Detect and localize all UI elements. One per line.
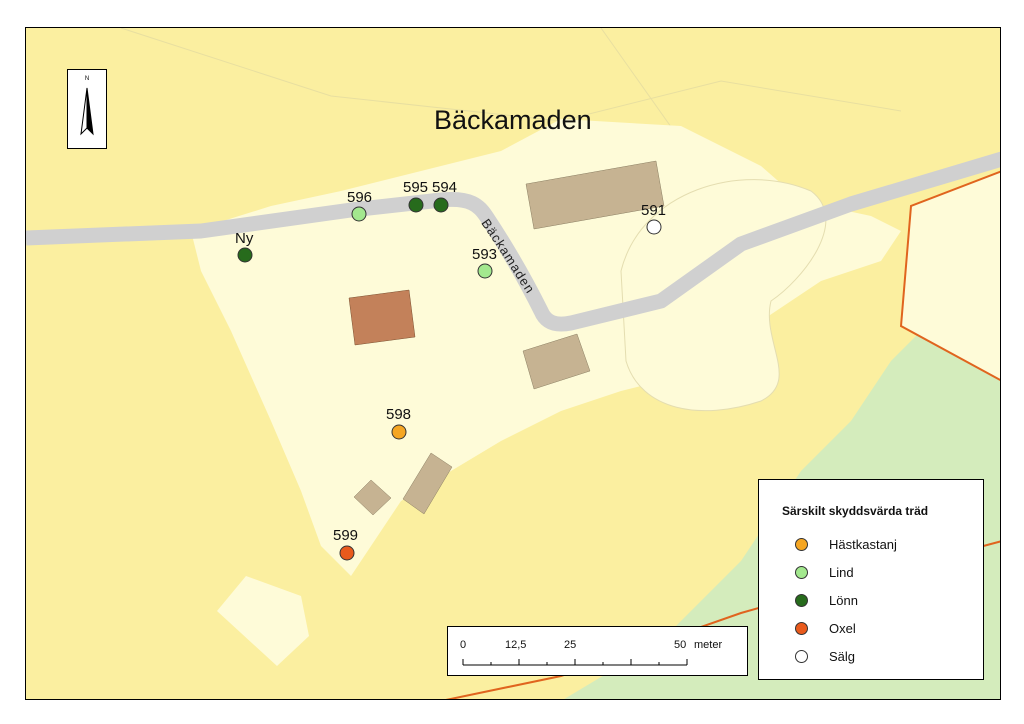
legend-label: Lind [829, 564, 854, 580]
legend-title: Särskilt skyddsvärda träd [782, 504, 929, 518]
tree-marker[interactable] [433, 197, 449, 213]
building [402, 452, 453, 515]
scale-bar: 0 12,5 25 50 meter [447, 626, 748, 676]
legend-item-lind: Lind [795, 563, 854, 581]
north-arrow-icon [80, 87, 94, 136]
tree-label: 591 [641, 202, 666, 219]
tree-marker[interactable] [351, 206, 367, 222]
tree-594[interactable]: 594 [432, 179, 457, 213]
scale-tick-25: 25 [564, 639, 577, 651]
legend-label: Sälg [829, 648, 856, 664]
legend-swatch [795, 537, 808, 551]
tree-label: 598 [386, 406, 411, 423]
legend-label: Oxel [829, 620, 856, 636]
tree-599[interactable]: 599 [333, 527, 358, 561]
tree-595[interactable]: 595 [403, 179, 428, 213]
legend-swatch [795, 621, 808, 635]
legend-item-lonn: Lönn [795, 591, 858, 609]
building [522, 333, 591, 390]
residential-house [348, 289, 416, 346]
legend-item-salg: Sälg [795, 647, 855, 665]
north-letter: N [84, 76, 90, 82]
legend-swatch [795, 649, 808, 663]
tree-marker[interactable] [408, 197, 424, 213]
scale-unit: meter [694, 639, 723, 651]
tree-label: 593 [472, 246, 497, 263]
tree-marker[interactable] [477, 263, 493, 279]
tree-593[interactable]: 593 [472, 246, 497, 279]
scale-ruler [462, 659, 688, 666]
tree-ny[interactable]: Ny [235, 230, 254, 263]
tree-label: Ny [235, 230, 254, 247]
north-arrow: N [67, 69, 107, 149]
scale-tick-12-5: 12,5 [505, 639, 527, 651]
tree-marker[interactable] [646, 219, 662, 235]
legend-item-oxel: Oxel [795, 619, 856, 637]
scale-tick-50: 50 [674, 639, 687, 651]
tree-label: 599 [333, 527, 358, 544]
road [26, 151, 1000, 332]
tree-label: 594 [432, 179, 457, 196]
legend-item-hastkastanj: Hästkastanj [795, 535, 897, 553]
tree-marker[interactable] [339, 545, 355, 561]
legend-label: Lönn [829, 592, 858, 608]
open-land-area [901, 171, 1000, 380]
tree-marker[interactable] [391, 424, 407, 440]
small-clearing [217, 576, 309, 666]
property-boundary [899, 170, 1000, 382]
tree-596[interactable]: 596 [347, 189, 372, 222]
tree-label: 596 [347, 189, 372, 206]
legend-swatch [795, 565, 808, 579]
place-name-label: Bäckamaden [434, 105, 592, 135]
scale-tick-0: 0 [460, 639, 467, 651]
tree-591[interactable]: 591 [641, 202, 666, 235]
building [353, 479, 392, 516]
tree-label: 595 [403, 179, 428, 196]
legend-label: Hästkastanj [829, 536, 897, 552]
tree-598[interactable]: 598 [386, 406, 411, 440]
legend-swatch [795, 593, 808, 607]
building [525, 160, 665, 230]
tree-marker[interactable] [237, 247, 253, 263]
legend: Särskilt skyddsvärda träd Hästkastanj Li… [758, 479, 984, 680]
